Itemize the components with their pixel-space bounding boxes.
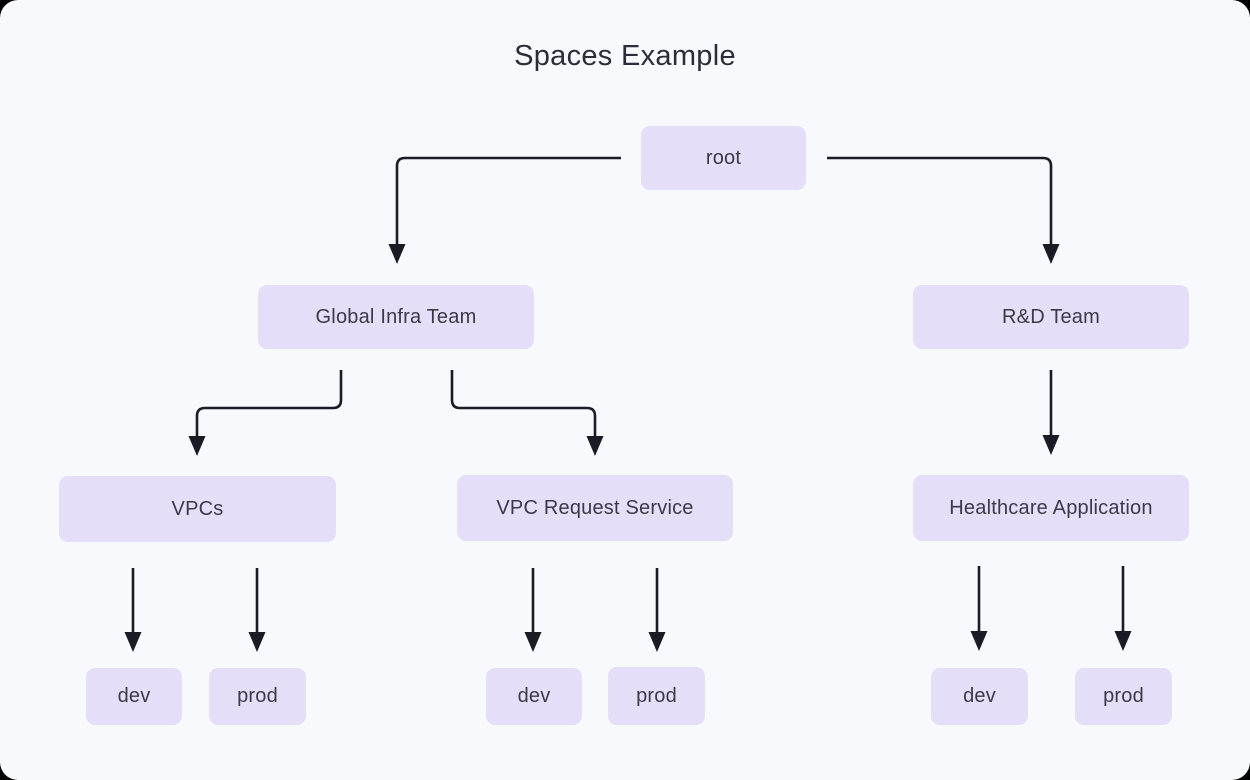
node-label: dev — [117, 685, 151, 707]
edge-arrowhead-vpc-request-service-dev — [524, 632, 542, 652]
node-rd-team: R&D Team — [913, 285, 1189, 349]
edge-arrowhead-rd-team — [1042, 244, 1060, 264]
node-label: dev — [963, 685, 996, 707]
node-label: VPC Request Service — [496, 496, 694, 519]
node-vpc-request-service: VPC Request Service — [457, 475, 733, 541]
edge-arrowhead-vpcs — [188, 436, 206, 456]
edge-arrowhead-vpcs-prod — [248, 632, 266, 652]
edge-global-infra-team-to-vpc-request-service — [450, 370, 597, 442]
node-label: Global Infra Team — [315, 305, 477, 328]
edge-arrowhead-vpc-request-service-prod — [648, 632, 666, 652]
node-label: R&D Team — [1002, 305, 1100, 328]
diagram-title: Spaces Example — [514, 40, 736, 72]
node-root: root — [641, 126, 806, 190]
node-vpc-request-service-prod: prod — [608, 667, 705, 725]
node-vpcs-dev: dev — [86, 668, 182, 725]
node-vpcs: VPCs — [59, 476, 336, 542]
edge-arrowhead-vpcs-dev — [124, 632, 142, 652]
node-label: prod — [1103, 685, 1144, 707]
node-label: root — [705, 146, 742, 169]
node-healthcare-application-dev: dev — [931, 668, 1028, 725]
node-global-infra-team: Global Infra Team — [258, 285, 534, 349]
edge-arrowhead-healthcare-application — [1042, 435, 1060, 455]
node-healthcare-application-prod: prod — [1075, 668, 1172, 725]
edge-root-to-rd-team — [827, 156, 1053, 250]
node-label: prod — [237, 685, 278, 707]
edge-arrowhead-vpc-request-service — [586, 436, 604, 456]
node-label: Healthcare Application — [949, 496, 1153, 519]
edge-arrowhead-healthcare-application-prod — [1114, 631, 1132, 651]
edge-arrowhead-healthcare-application-dev — [970, 631, 988, 651]
edge-global-infra-team-to-vpcs — [195, 370, 343, 442]
node-label: prod — [636, 684, 677, 707]
node-label: VPCs — [171, 497, 224, 520]
edge-arrowhead-global-infra-team — [388, 244, 406, 264]
edge-root-to-global-infra-team — [395, 156, 621, 250]
node-vpcs-prod: prod — [209, 668, 306, 725]
node-healthcare-application: Healthcare Application — [913, 475, 1189, 541]
node-label: dev — [517, 685, 551, 707]
node-vpc-request-service-dev: dev — [486, 668, 582, 725]
